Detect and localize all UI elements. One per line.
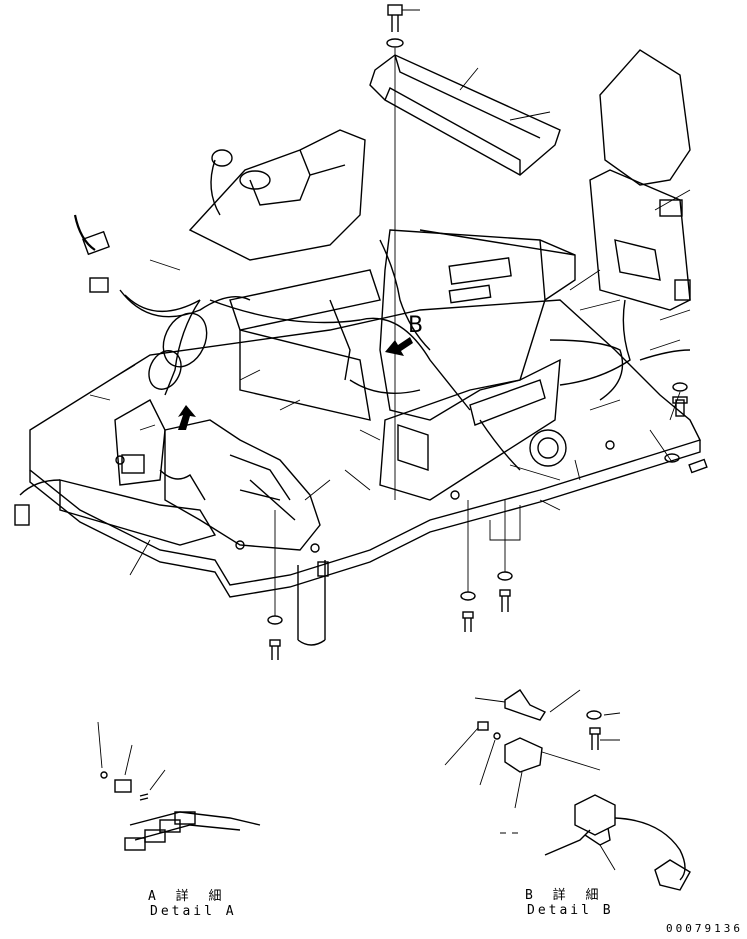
detail-a [97,721,261,851]
support-column [297,560,329,646]
arrow-markers [178,337,413,430]
lower-bolts [267,500,513,660]
right-electrical-panel [559,49,691,386]
floor-plate [29,299,701,598]
front-duct [159,419,321,551]
right-fasteners [649,382,708,474]
detail-b-title-en: Detail B [527,903,614,918]
detail-b-title-jp: B 詳 細 [525,888,605,903]
main-housing [379,229,576,501]
top-bolt [386,4,420,500]
wiring-harness [14,214,624,526]
leader-lines [89,67,691,576]
b-marker-label: B [408,313,424,338]
detail-a-title-jp: A 詳 細 [148,889,228,904]
detail-b [444,689,691,891]
top-cover-plate [369,54,561,176]
detail-a-title-en: Detail A [150,904,237,919]
left-bracket [59,399,217,546]
drawing-code: 00079136 [666,922,743,935]
left-component-cluster [148,129,381,421]
